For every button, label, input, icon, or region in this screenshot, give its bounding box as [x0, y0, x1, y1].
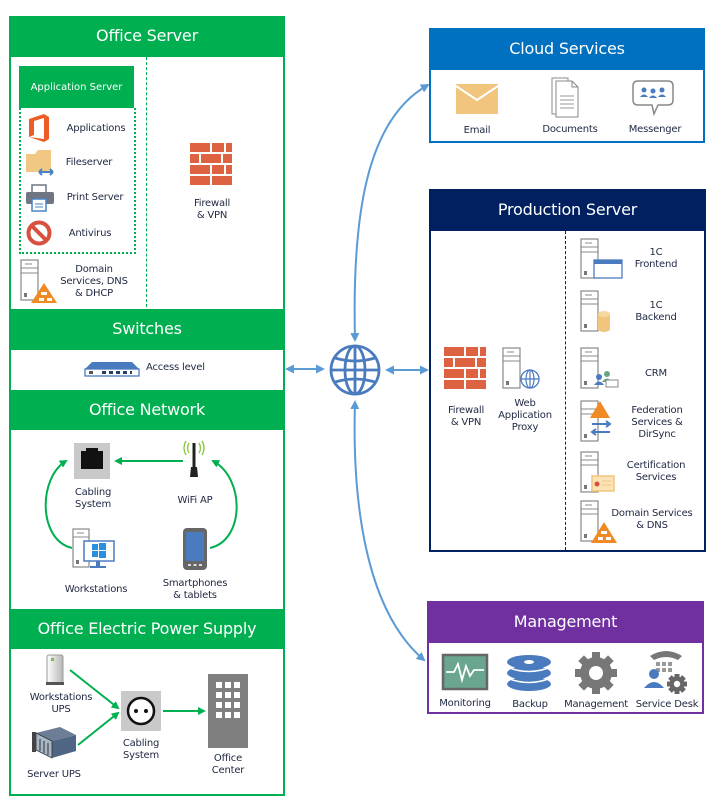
service-desk-icon [644, 651, 687, 694]
power-outlet-icon [121, 691, 161, 731]
prohibited-icon [26, 220, 52, 246]
web-proxy-label: Web Application Proxy [498, 398, 552, 433]
domain-dns-label: Domain Services & DNS [611, 508, 693, 531]
office-server-divider [146, 57, 147, 307]
applications-label: Applications [66, 123, 126, 134]
power-supply-title: Office Electric Power Supply [37, 619, 257, 638]
switch-icon [84, 362, 140, 377]
chat-icon [632, 80, 674, 117]
workstation-to-cabling-arrow [44, 459, 73, 549]
management-title: Management [513, 612, 618, 631]
globe-to-cloud-arrow [350, 84, 430, 342]
printer-icon [26, 184, 54, 212]
smartphone-icon [183, 528, 207, 570]
application-server-header [19, 66, 134, 108]
office-firewall-label: Firewall & VPN [193, 198, 231, 221]
server-ups-icon [32, 727, 76, 759]
frontend-server-icon [580, 238, 623, 279]
wifi-label: WiFi AP [177, 495, 213, 506]
power-arrows [69, 669, 206, 746]
monitoring-label: Monitoring [439, 698, 491, 709]
frontend-label: 1C Frontend [634, 247, 678, 270]
backend-label: 1C Backend [635, 300, 677, 323]
office-network-arrows [44, 457, 238, 549]
email-label: Email [463, 125, 491, 136]
domain-services-label: Domain Services, DNS & DHCP [60, 264, 128, 299]
production-firewall-label: Firewall & VPN [447, 405, 485, 428]
print-server-label: Print Server [66, 192, 124, 203]
federation-server-icon [580, 400, 612, 442]
globe-to-management-arrow [350, 400, 426, 662]
smartphone-to-wifi-arrow [209, 460, 238, 549]
workstation-icon [72, 528, 115, 568]
ups-tower-icon [46, 654, 64, 685]
envelope-icon [455, 84, 499, 114]
wifi-antenna-icon [183, 440, 205, 477]
production-server-title: Production Server [497, 200, 638, 219]
management-item-label: Management [564, 699, 628, 710]
application-server-box [19, 108, 136, 254]
disks-icon [506, 655, 552, 691]
firewall-icon [190, 143, 232, 185]
server-ups-to-cabling-arrow [77, 711, 120, 746]
web-proxy-icon [502, 347, 540, 389]
workstations-ups-label: Workstations UPS [29, 692, 93, 715]
crm-server-icon [580, 347, 619, 389]
production-firewall-icon [444, 347, 486, 389]
power-cabling-label: Cabling System [122, 738, 160, 761]
monitor-pulse-icon [441, 653, 489, 691]
workstations-label: Workstations [64, 584, 128, 595]
office-server-header [9, 16, 285, 57]
crm-label: CRM [645, 368, 667, 379]
domain-dns-server-icon [580, 500, 617, 543]
cloud-services-header [429, 28, 705, 70]
workstations-ups-to-cabling-arrow [69, 669, 120, 710]
cloud-services-title: Cloud Services [509, 39, 625, 58]
production-server-divider [565, 231, 566, 550]
documents-icon [551, 77, 579, 118]
production-server-header [429, 189, 706, 231]
power-supply-header [9, 609, 285, 649]
switches-header [9, 309, 285, 350]
office-building-icon [208, 674, 248, 748]
management-header [427, 601, 704, 643]
gear-icon [575, 652, 617, 694]
certification-label: Certification Services [626, 460, 686, 483]
switches-title: Switches [112, 319, 182, 338]
folder-icon [26, 150, 54, 176]
office-server-title: Office Server [96, 26, 198, 45]
backend-server-icon [580, 290, 610, 332]
ethernet-port-icon [74, 443, 110, 479]
office-center-label: Office Center [211, 753, 245, 776]
globe-icon [329, 344, 381, 396]
messenger-label: Messenger [628, 124, 682, 135]
office-network-header [9, 390, 285, 430]
backup-label: Backup [512, 699, 548, 710]
smartphones-label: Smartphones & tablets [162, 578, 228, 601]
network-cabling-label: Cabling System [74, 487, 112, 510]
server-network-icon [20, 259, 57, 303]
office-icon [29, 114, 49, 142]
service-desk-label: Service Desk [635, 699, 699, 710]
documents-label: Documents [542, 124, 598, 135]
access-level-label: Access level [146, 362, 205, 373]
server-ups-label: Server UPS [27, 769, 81, 780]
federation-label: Federation Services & DirSync [631, 405, 683, 440]
office-network-title: Office Network [88, 400, 206, 419]
fileserver-label: Fileserver [65, 157, 113, 168]
application-server-title: Application Server [30, 82, 123, 93]
antivirus-label: Antivirus [68, 228, 112, 239]
certification-server-icon [580, 451, 615, 493]
